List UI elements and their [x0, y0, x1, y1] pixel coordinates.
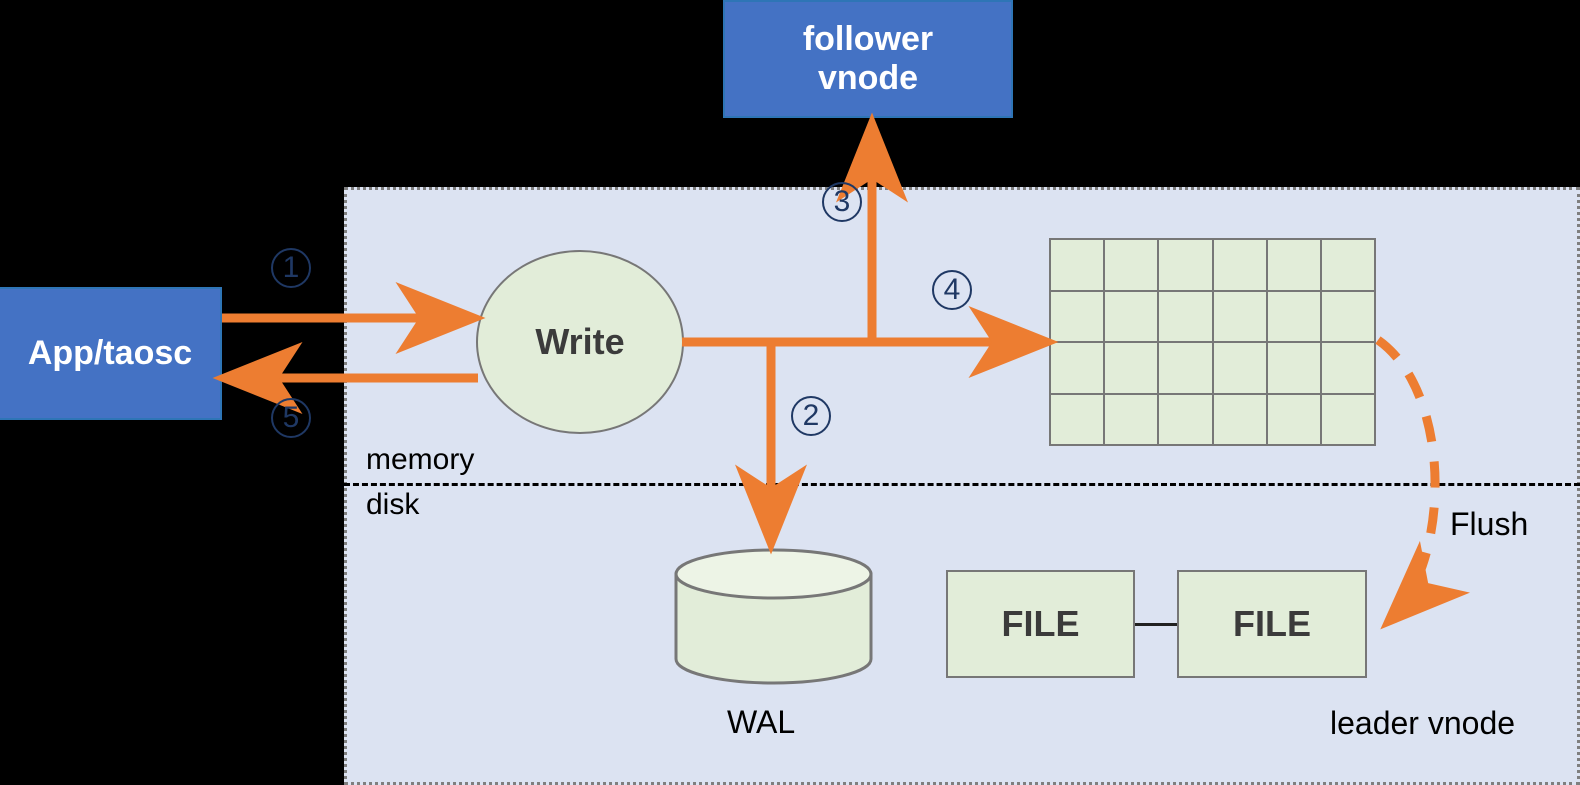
memory-table-cell [1267, 291, 1320, 341]
memory-table-cell [1159, 394, 1212, 444]
file-node-1[interactable]: FILE [946, 570, 1135, 678]
write-label: Write [535, 321, 625, 362]
memory-table-cell [1213, 291, 1266, 341]
step-badge-1: 1 [271, 248, 311, 288]
follower-vnode-label-line2: vnode [817, 59, 919, 97]
memory-table-cell [1051, 240, 1104, 290]
step-badge-5: 5 [271, 398, 311, 438]
step-badge-4: 4 [932, 270, 972, 310]
flush-label: Flush [1450, 506, 1529, 542]
memory-table-cell [1051, 291, 1104, 341]
memory-table-cell [1321, 394, 1374, 444]
memory-table-cell [1213, 240, 1266, 290]
wal-cylinder[interactable] [674, 548, 873, 685]
leader-vnode-label: leader vnode [1330, 705, 1516, 741]
file-label-1: FILE [1001, 603, 1080, 644]
step-badge-2: 2 [791, 396, 831, 436]
write-node[interactable]: Write [476, 250, 684, 434]
memory-table-cell [1213, 394, 1266, 444]
memory-table-cell [1267, 343, 1320, 393]
app-taosc-label: App/taosc [27, 333, 193, 372]
memory-table-cell [1105, 291, 1158, 341]
memory-table-cell [1267, 394, 1320, 444]
memory-table-cell [1321, 343, 1374, 393]
memory-table-cell [1159, 240, 1212, 290]
file-connector-line [1135, 623, 1178, 626]
memory-table-cell [1105, 394, 1158, 444]
app-taosc-node[interactable]: App/taosc [0, 287, 222, 420]
memory-table-cell [1105, 240, 1158, 290]
follower-vnode-label-line1: follower [802, 19, 934, 58]
file-node-2[interactable]: FILE [1177, 570, 1367, 678]
wal-cylinder-shape [674, 548, 873, 685]
wal-label: WAL [727, 704, 796, 740]
file-label-2: FILE [1233, 603, 1311, 644]
memory-table-cell [1267, 240, 1320, 290]
step-badge-3: 3 [822, 182, 862, 222]
memory-table-cell [1051, 343, 1104, 393]
memory-disk-divider [344, 483, 1580, 486]
memory-table-cell [1321, 291, 1374, 341]
memory-table-cell [1159, 291, 1212, 341]
memory-table-cell [1051, 394, 1104, 444]
memory-table-cell [1159, 343, 1212, 393]
memory-table-grid [1049, 238, 1376, 446]
memory-table-cell [1213, 343, 1266, 393]
follower-vnode-node[interactable]: follower vnode [723, 0, 1013, 118]
memory-label: memory [366, 443, 475, 476]
memory-table-cell [1321, 240, 1374, 290]
disk-label: disk [366, 488, 420, 521]
memory-table-cell [1105, 343, 1158, 393]
